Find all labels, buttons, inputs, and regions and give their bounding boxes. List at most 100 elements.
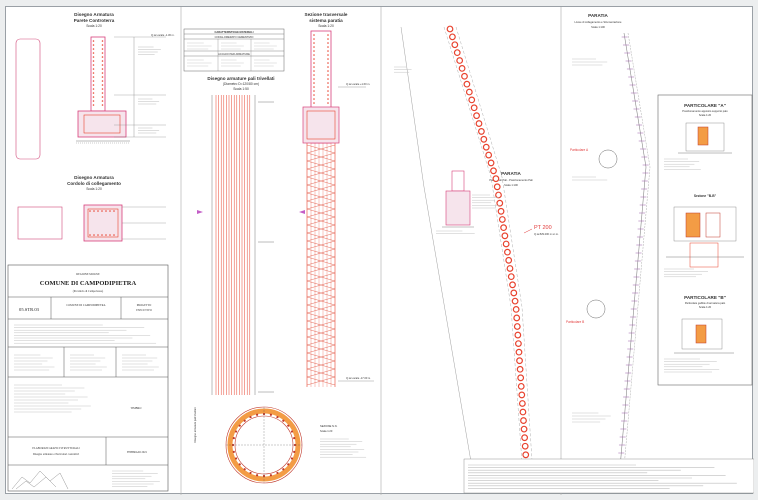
pile-circle — [500, 224, 508, 232]
panel-paratia-plan: PARATIA Pianta Pali Pali - Posizionament… — [394, 25, 559, 493]
paratia-sec-sub-2: Scala 1:100 — [591, 25, 605, 29]
pile-circle — [522, 451, 530, 459]
rebar-dot — [327, 78, 329, 80]
spiral-diagonal — [306, 184, 336, 194]
rebar-dot — [92, 104, 95, 106]
ring-bar — [293, 450, 296, 453]
pile-circle — [516, 365, 524, 373]
panel-borders — [180, 7, 562, 495]
rebar-dot — [313, 62, 315, 64]
ring-bar — [243, 468, 246, 471]
rebar-dot — [327, 82, 329, 84]
title-block: REGIONE MOLISE COMUNE DI CAMPODIPIETRA (… — [7, 264, 169, 492]
rebar-dot — [92, 60, 95, 62]
rebar-dot — [92, 76, 95, 78]
pile-circle — [519, 408, 527, 416]
rebar-dot — [92, 48, 95, 50]
spiral-diagonal — [306, 232, 336, 242]
pile-circle — [515, 348, 523, 356]
level-label-top: Q.ta Locale -1.30 m. — [151, 33, 175, 37]
pile-circle — [517, 374, 525, 382]
rebar-dot — [113, 234, 115, 236]
spiral-diagonal — [306, 256, 336, 266]
ring-bar — [249, 415, 252, 419]
rebar-dot — [101, 96, 104, 98]
cordolo-title-2: Cordolo di collegamento — [67, 181, 121, 186]
ring-bar — [238, 424, 241, 427]
section-bb-title: Sezione "B-B" — [694, 194, 717, 198]
ring-bar — [287, 463, 290, 466]
ring-title: Disegno armature pali trivellati — [193, 407, 197, 442]
detail-a-scale: Scala 1:20 — [699, 113, 712, 117]
rebar-dot — [327, 86, 329, 88]
panel-pile-reinforcement: CARATTERISTICHE MATERIALI CONGLOMERATO C… — [183, 12, 374, 484]
rebar-dot — [92, 84, 95, 86]
rebar-dot — [327, 66, 329, 68]
materials-steel: ACCIAIO PER ARMATURE — [218, 52, 250, 56]
materials-table: CARATTERISTICHE MATERIALI CONGLOMERATO C… — [183, 28, 285, 72]
level-top-label: Q.ta Locale +1.60 m. — [346, 82, 370, 86]
rebar-dot — [101, 60, 104, 62]
tb-phase-1: PROGETTO — [137, 304, 152, 307]
tb-region: REGIONE MOLISE — [76, 273, 100, 276]
rebar-dot — [327, 62, 329, 64]
panel-paratia-section: PARATIA Livree di collegamento e Strumen… — [463, 13, 754, 494]
tb-stamp: TIMBRO — [131, 407, 142, 410]
cordolo-outline-left — [17, 206, 63, 240]
pile-circle — [506, 265, 514, 272]
rebar-dot — [101, 234, 103, 236]
pile-circle — [485, 151, 493, 159]
rebar-dot — [313, 42, 315, 44]
rebar-dot — [105, 234, 107, 236]
ring-bar — [238, 463, 241, 466]
ring-title-2: SEZIONE N.N. — [320, 424, 338, 428]
rebar-dot — [92, 80, 95, 82]
spiral-diagonal — [306, 248, 336, 258]
cordolo-title-1: Disegno Armatura — [74, 175, 114, 180]
pile-circle — [497, 207, 505, 215]
pile-circle — [507, 273, 515, 281]
spiral-diagonal — [306, 296, 336, 306]
pile-circle — [493, 183, 501, 191]
rebar-dot — [101, 76, 104, 78]
wall-scale: Scala 1:20 — [86, 24, 102, 28]
detail-a-title: PARTICOLARE "A" — [684, 103, 726, 108]
pile-circle — [513, 314, 521, 322]
general-notes — [463, 458, 754, 494]
spiral-diagonal — [306, 240, 336, 250]
rebar-dot — [113, 210, 115, 212]
wall-section: Q.ta Locale -1.30 m. — [76, 33, 175, 144]
pile-spiral: Q.ta Locale +1.60 m. Q.ta Locale -17.00 … — [197, 82, 374, 387]
rebar-dot — [313, 102, 315, 104]
rebar-dot — [327, 38, 329, 40]
paratia-plan-sub-2: Scala 1:100 — [504, 183, 518, 187]
rebar-dot — [101, 210, 103, 212]
section-title-2: sistema paratia — [309, 18, 343, 23]
rebar-dot — [92, 64, 95, 66]
pile-circle — [490, 167, 497, 175]
pile-circle — [495, 191, 502, 199]
tb-drawing-1: ELABORATI GRAFICI STRUTTURALI — [32, 447, 79, 450]
spiral-diagonal — [306, 376, 336, 386]
ring-bar — [232, 450, 235, 453]
rebar-dot — [101, 72, 104, 74]
rebar-dot — [92, 68, 95, 70]
spiral-diagonal — [306, 272, 336, 282]
rebar-dot — [92, 44, 95, 46]
rebar-dot — [327, 94, 329, 96]
rebar-dot — [101, 92, 104, 94]
paratia-sec-title: PARATIA — [588, 13, 608, 18]
detail-b-scale: Scala 1:20 — [699, 305, 712, 309]
ring-bar — [232, 437, 235, 440]
drawing-canvas: Disegno Armatura Parete Controterra Scal… — [7, 7, 754, 495]
panel-wall-reinforcement: Disegno Armatura Parete Controterra Scal… — [15, 12, 175, 242]
pile-circle — [518, 391, 526, 399]
rebar-dot — [313, 34, 315, 36]
detail-a-sub: Posizionamento apposito supporto palo — [682, 109, 728, 113]
rebar-dot — [327, 74, 329, 76]
paratia-sec-sub-1: Livree di collegamento e Strumentazione — [574, 20, 622, 24]
pile-circle — [509, 281, 516, 289]
rebar-dot — [101, 52, 104, 54]
tb-phase-2: ESECUTIVO — [136, 309, 152, 312]
ring-bar — [276, 471, 279, 475]
